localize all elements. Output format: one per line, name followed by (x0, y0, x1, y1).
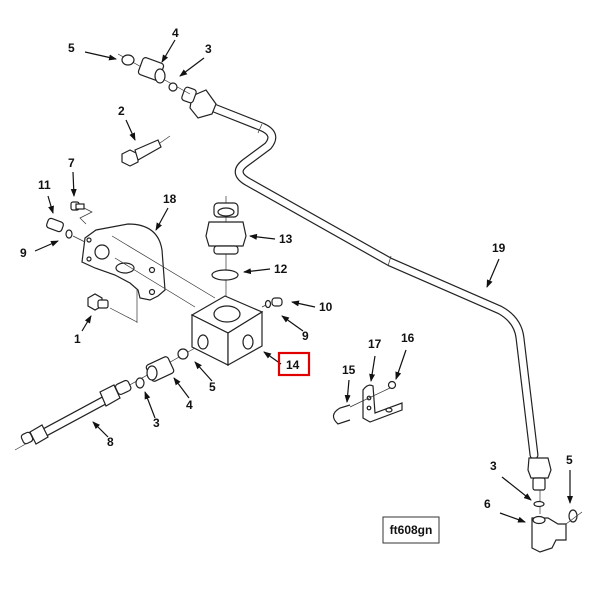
bolt-2 (121, 135, 171, 167)
callout-16: 16 (401, 331, 415, 345)
fitting-4-top (137, 57, 166, 84)
o-ring-9-right (264, 299, 272, 309)
callout-14[interactable]: 14 (286, 358, 300, 372)
o-ring-5-right (568, 509, 578, 523)
callout-4: 4 (172, 26, 179, 40)
callout-17: 17 (368, 337, 382, 351)
callout-6: 6 (484, 497, 491, 511)
callout-7: 7 (68, 156, 75, 170)
nut-16 (387, 380, 397, 390)
plug-10 (271, 297, 283, 307)
leader-lines (34, 39, 573, 523)
o-ring-3-top (168, 82, 178, 92)
callout-15: 15 (342, 363, 356, 377)
callout-5: 5 (209, 380, 216, 394)
screw-7 (70, 201, 93, 225)
callout-12: 12 (274, 262, 288, 276)
o-ring-12 (211, 269, 239, 281)
callout-4: 4 (186, 398, 193, 412)
highlight-box (277, 351, 311, 377)
clip-15 (332, 404, 351, 425)
callout-2: 2 (118, 104, 125, 118)
callout-1: 1 (74, 332, 81, 346)
figure-id-box (382, 516, 440, 544)
callout-18: 18 (163, 192, 177, 206)
callout-5: 5 (68, 41, 75, 55)
callout-9: 9 (302, 329, 309, 343)
bolt-1 (87, 293, 109, 311)
elbow-6 (531, 515, 567, 553)
callout-5: 5 (566, 453, 573, 467)
callout-13: 13 (279, 232, 293, 246)
bracket-17 (362, 384, 403, 423)
callout-8: 8 (107, 435, 114, 449)
figure-id: ft608gn (390, 523, 433, 537)
callout-3: 3 (205, 42, 212, 56)
callout-9: 9 (20, 246, 27, 260)
tube-19-bottom-nut (527, 457, 552, 491)
block-14 (190, 295, 264, 367)
fitting-4-lower (145, 356, 175, 382)
tube-8 (20, 379, 132, 445)
callout-10: 10 (319, 300, 333, 314)
adapter-13 (205, 202, 247, 255)
o-ring-3-lower (135, 377, 145, 389)
fitting-11 (46, 217, 64, 233)
tube-19-top-nut (181, 86, 217, 119)
o-ring-5-top (121, 54, 135, 66)
callout-3: 3 (490, 459, 497, 473)
o-ring-3-right (533, 500, 545, 508)
tube-19 (209, 103, 539, 460)
callout-19: 19 (492, 241, 506, 255)
callout-11: 11 (38, 178, 51, 192)
o-ring-5-lower (177, 348, 189, 360)
o-ring-9-left (65, 229, 73, 239)
callout-3: 3 (153, 416, 160, 430)
bracket-18 (81, 223, 166, 301)
